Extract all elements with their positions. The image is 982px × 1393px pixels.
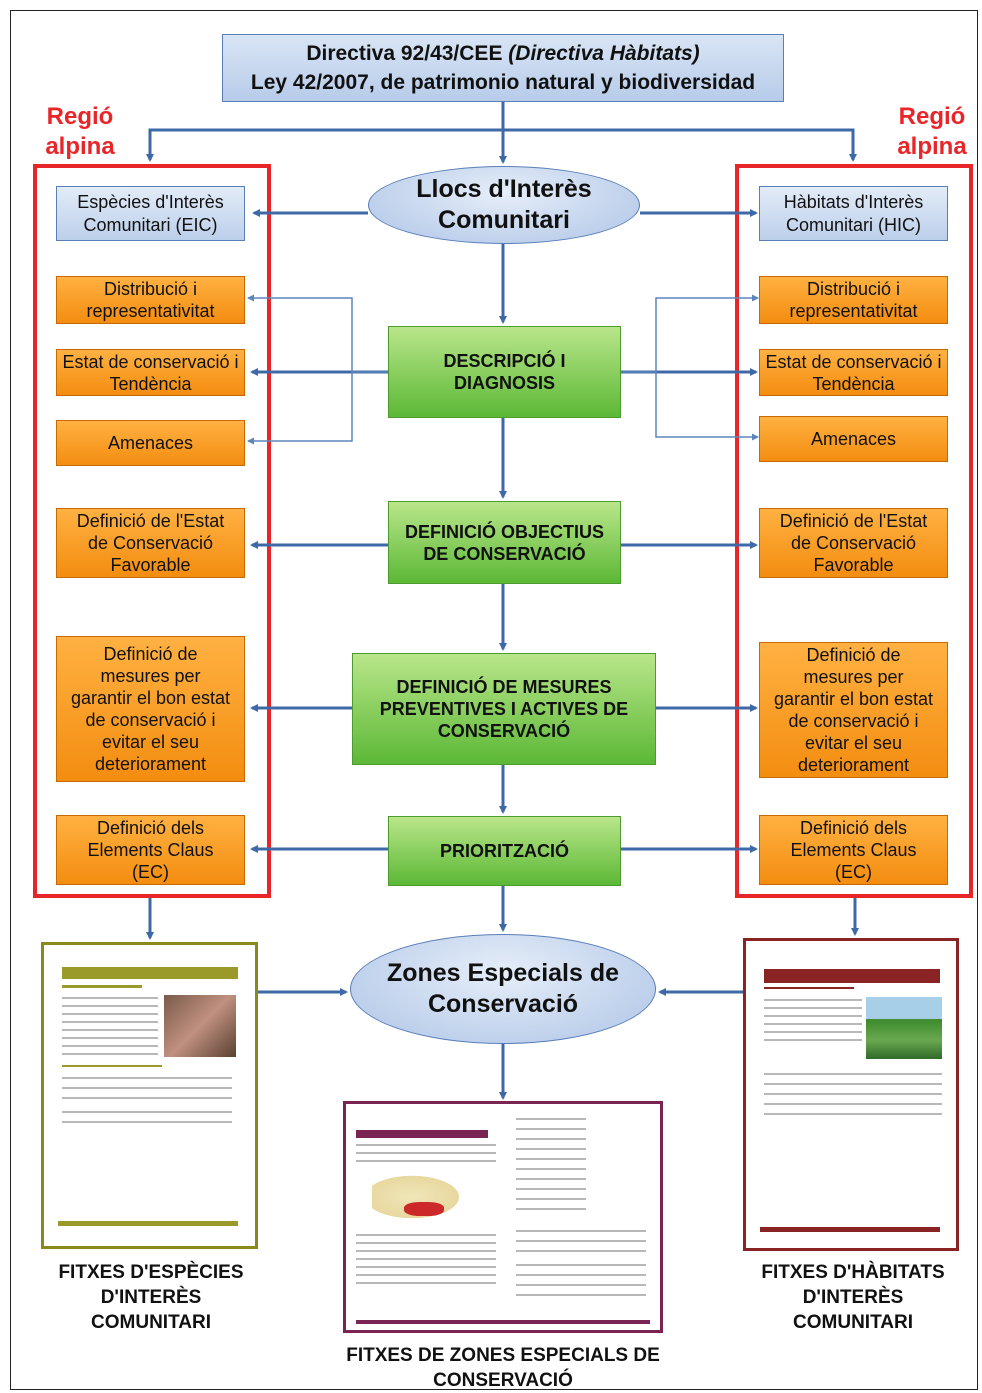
zec-sheet-thumbnail [343, 1101, 663, 1333]
region-box-right [735, 164, 973, 898]
left-amenaces-box: Amenaces [56, 420, 245, 466]
habitat-sheet-thumbnail [743, 938, 959, 1251]
arrow-top-to-right [503, 128, 857, 162]
prioritzacio-box: PRIORITZACIÓ [388, 816, 621, 886]
directive-line-1: Directiva 92/43/CEE (Directiva Hàbitats) [306, 42, 700, 65]
directive-line-2: Ley 42/2007, de patrimonio natural y bio… [250, 71, 756, 94]
bracket-left-amen [247, 372, 353, 445]
bracket-right-amen [655, 372, 759, 441]
directive-header: Directiva 92/43/CEE (Directiva Hàbitats)… [222, 34, 784, 102]
right-amenaces-box: Amenaces [759, 416, 948, 462]
species-sheet-thumbnail [41, 942, 258, 1249]
arrow-top-to-left [146, 128, 503, 162]
region-box-left [33, 164, 271, 898]
bracket-right-dist [621, 294, 759, 373]
bracket-left-dist [247, 294, 388, 373]
diagram-frame [10, 10, 978, 1390]
